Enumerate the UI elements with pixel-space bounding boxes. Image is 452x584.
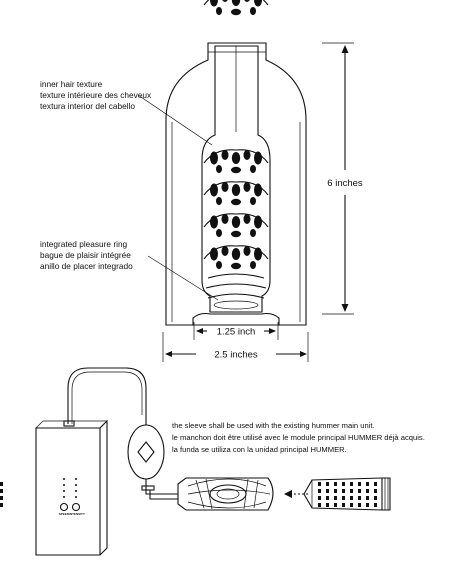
sleeve-cavity (201, 45, 271, 313)
width-dimension: 2.5 inches (162, 332, 309, 362)
intensity-button[interactable] (71, 502, 81, 512)
height-dimension: 6 inches (322, 42, 363, 315)
callout-hair-fr: texture intérieure des cheveux (40, 90, 152, 100)
sleeve-opening (209, 484, 247, 504)
callout-hair-en: inner hair texture (40, 79, 103, 89)
air-hose (67, 367, 147, 424)
speed-button[interactable] (59, 502, 69, 512)
instruction-en: the sleeve shall be used with the existi… (172, 421, 375, 430)
led-indicators (63, 478, 77, 498)
callout-ring-es: anillo de placer integrado (40, 261, 133, 271)
instruction-es: la funda se utiliza con la unidad princi… (172, 445, 347, 454)
width-label: 2.5 inches (214, 350, 258, 361)
instruction-fr: le manchon doit être utilisé avec le mod… (172, 433, 425, 442)
pleasure-ring (205, 273, 267, 310)
callout-ring-en: integrated pleasure ring (40, 239, 128, 249)
callout-pleasure-ring: integrated pleasure ring bague de plaisi… (40, 239, 219, 301)
height-label: 6 inches (327, 178, 363, 189)
hair-texture-pattern (203, 0, 269, 270)
callout-ring-fr: bague de plaisir intégrée (40, 250, 131, 260)
leader-line (147, 255, 219, 301)
opening-dimension: 1.25 inch (193, 322, 279, 340)
callout-hair-es: textura interior del cabello (40, 101, 135, 111)
replacement-sleeve (0, 477, 391, 511)
intensity-label: INTENSITY (69, 512, 85, 516)
main-unit (35, 419, 108, 556)
sleeve-illustration (165, 0, 307, 326)
sleeve-side-view (177, 477, 274, 511)
leader-line (137, 94, 213, 146)
speed-label: SPEED (59, 512, 70, 516)
opening-label: 1.25 inch (217, 327, 256, 338)
insert-arrow (284, 490, 310, 498)
callout-hair-texture: inner hair texture texture intérieure de… (40, 79, 213, 146)
sleeve-texture-pattern (0, 482, 377, 507)
main-unit-assembly: SPEED INTENSITY (35, 367, 178, 556)
instruction-text: the sleeve shall be used with the existi… (172, 421, 425, 454)
sleeve-outline (165, 42, 307, 326)
valve-bulb (127, 415, 165, 490)
